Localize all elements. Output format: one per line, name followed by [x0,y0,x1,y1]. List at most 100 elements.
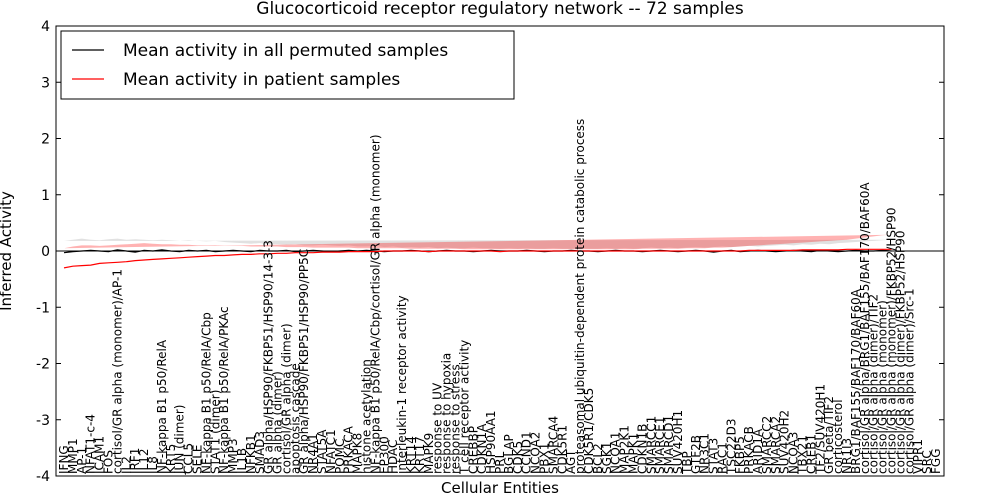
category-label: cortisol/GR alpha (dimer) [279,323,293,474]
category-label: cortisol/GR alpha/BRG1/BAF155/BAF170/BAF… [858,182,872,474]
category-label: MMP1 [66,438,80,474]
category-label: NCOA1 [609,432,623,474]
category-label: MAPK8 [351,433,365,474]
category-label: KRT5 [164,444,178,474]
category-label: NF-kappa B1 p50/RelA [155,339,169,474]
category-label: FGG [929,449,943,475]
legend-box [60,30,515,100]
category-label: T cell receptor activity [457,340,471,475]
category-label: CDK5R1/CDK5 [582,388,596,474]
category-label: interleukin-1 receptor activity [395,295,409,474]
category-label: IL12 [137,449,151,475]
category-label: RAC1 [715,442,729,474]
category-label: HDAC [386,440,400,474]
category-label: cortisol/GR alpha (dimer)/TIF2 [867,294,881,474]
category-label: BCL2 [591,443,605,474]
category-label: MAP2K1 [618,425,632,474]
category-label: GR beta/TIF2 [822,396,836,474]
category-label: CCL5 [182,443,196,474]
category-label: GR alpha/HSP90/FKBP51/HSP90/14-3-3 [262,240,276,474]
chart-title: Glucocorticoid receptor regulatory netwo… [256,0,744,19]
category-label: EP300 [377,436,391,474]
category-label: SMAD3 [253,431,267,474]
category-label: VIPR1 [911,439,925,474]
category-label: cortisol/GR alpha (dimer)/FKBP52/HSP90 [893,231,907,474]
category-label: PRKACA [342,425,356,474]
category-label: response to stress [449,364,463,474]
band-layer [64,234,892,250]
category-label: STAT1 (dimer) [208,390,222,474]
category-label: histone acetylation [360,359,374,474]
category-label: NF-kappa B1 p50/RelA/Cbp [199,312,213,474]
series-line-patient [63,248,892,269]
category-label: TSC22D3 [724,419,738,475]
category-label: TF2/SUV420H1 [813,384,827,475]
category-label: SMARCD1 [662,415,676,474]
category-label: KRT14 [404,436,418,474]
category-label: AGT [564,449,578,474]
category-label: SMARCA2 [769,416,783,474]
category-label: STAT3 [707,438,721,474]
y-tick-label: 1 [41,188,50,204]
y-tick-label: -2 [36,357,50,373]
y-tick-label: 0 [41,244,50,260]
category-label: IL8 [146,456,160,474]
category-label: CDK5 [511,441,525,474]
category-label: ARID1A [751,428,765,474]
category-label: NF-kappa B1 p50/RelA/Cbp/cortisol/GR alp… [368,135,382,475]
category-label: NF-kappa B1 p50/RelA/PKAc [217,306,231,474]
category-label: CDKN1B [635,424,649,474]
y-tick-label: 3 [41,75,50,91]
category-label: MAPK9 [422,433,436,474]
category-label: GR alpha (dimer) [271,371,285,474]
category-label: SUV420H1 [671,410,685,474]
category-label: NR3C1 [698,433,712,474]
category-label: cortisol/GR alpha (monomer)/AP-1 [110,269,124,474]
category-label: PBX1 [538,443,552,474]
category-label: PRKACB [742,426,756,474]
category-label: HSP90AA1 [484,410,498,474]
category-label: proteasomal ubiquitin-dependent protein … [573,119,587,474]
category-label: NFAT1-c-4 [84,414,98,474]
category-label: IL1B [235,448,249,474]
category-label: cortisol/GR alpha (dimer)/Src-1 [902,288,916,474]
legend-label-permuted: Mean activity in all permuted samples [123,41,448,61]
category-label: NR4A1 [306,433,320,474]
category-label: CREBBP [466,426,480,474]
category-label: BGLAP [502,434,516,474]
category-labels: IFNGMMP1AP-1NFAT1-c-4ICAM1FOScortisol/GR… [57,119,943,475]
category-label: cortisol/GR alpha (monomer)/FKBP52/HSP90 [885,207,899,474]
category-label: NFKB1 [244,434,258,474]
category-label: TBX21 [796,435,810,475]
category-label: SMARCA4 [546,416,560,474]
category-label: response to hypoxia [440,353,454,474]
category-label: FKBP5 [733,436,747,474]
category-label: SUV420H2 [778,410,792,474]
category-label: POMC [333,439,347,474]
category-label: MAPK1 [627,433,641,474]
category-label: corticosterol [831,399,845,474]
category-label: IFNG [57,445,71,474]
category-label: apoptosis cascade [288,363,302,474]
category-label: NR1I3 [840,438,854,474]
category-label: response to UV [431,382,445,474]
category-label: MMP3 [226,438,240,474]
category-label: NCOA3 [787,432,801,474]
y-tick-label: 2 [41,132,50,148]
band-patient [64,234,892,250]
category-label: SGK1 [600,442,614,474]
band-permuted [64,238,892,249]
category-label: CDKN1A [475,423,489,474]
category-label: PRL [493,451,507,474]
plot-frame [55,25,945,477]
category-label: JUN (dimer) [173,405,187,475]
category-label: IL2 [119,456,133,474]
y-tick-label: -4 [36,469,50,485]
category-label: IRF1 [128,448,142,474]
category-label: GR alpha/HSP90/FKBP51/HSP90/PP5C [297,249,311,474]
category-label: NFATC1 [324,429,338,474]
category-label: ICAM1 [93,436,107,474]
y-axis-label: Inferred Activity [0,191,15,311]
category-label: STAT5A [315,429,329,474]
